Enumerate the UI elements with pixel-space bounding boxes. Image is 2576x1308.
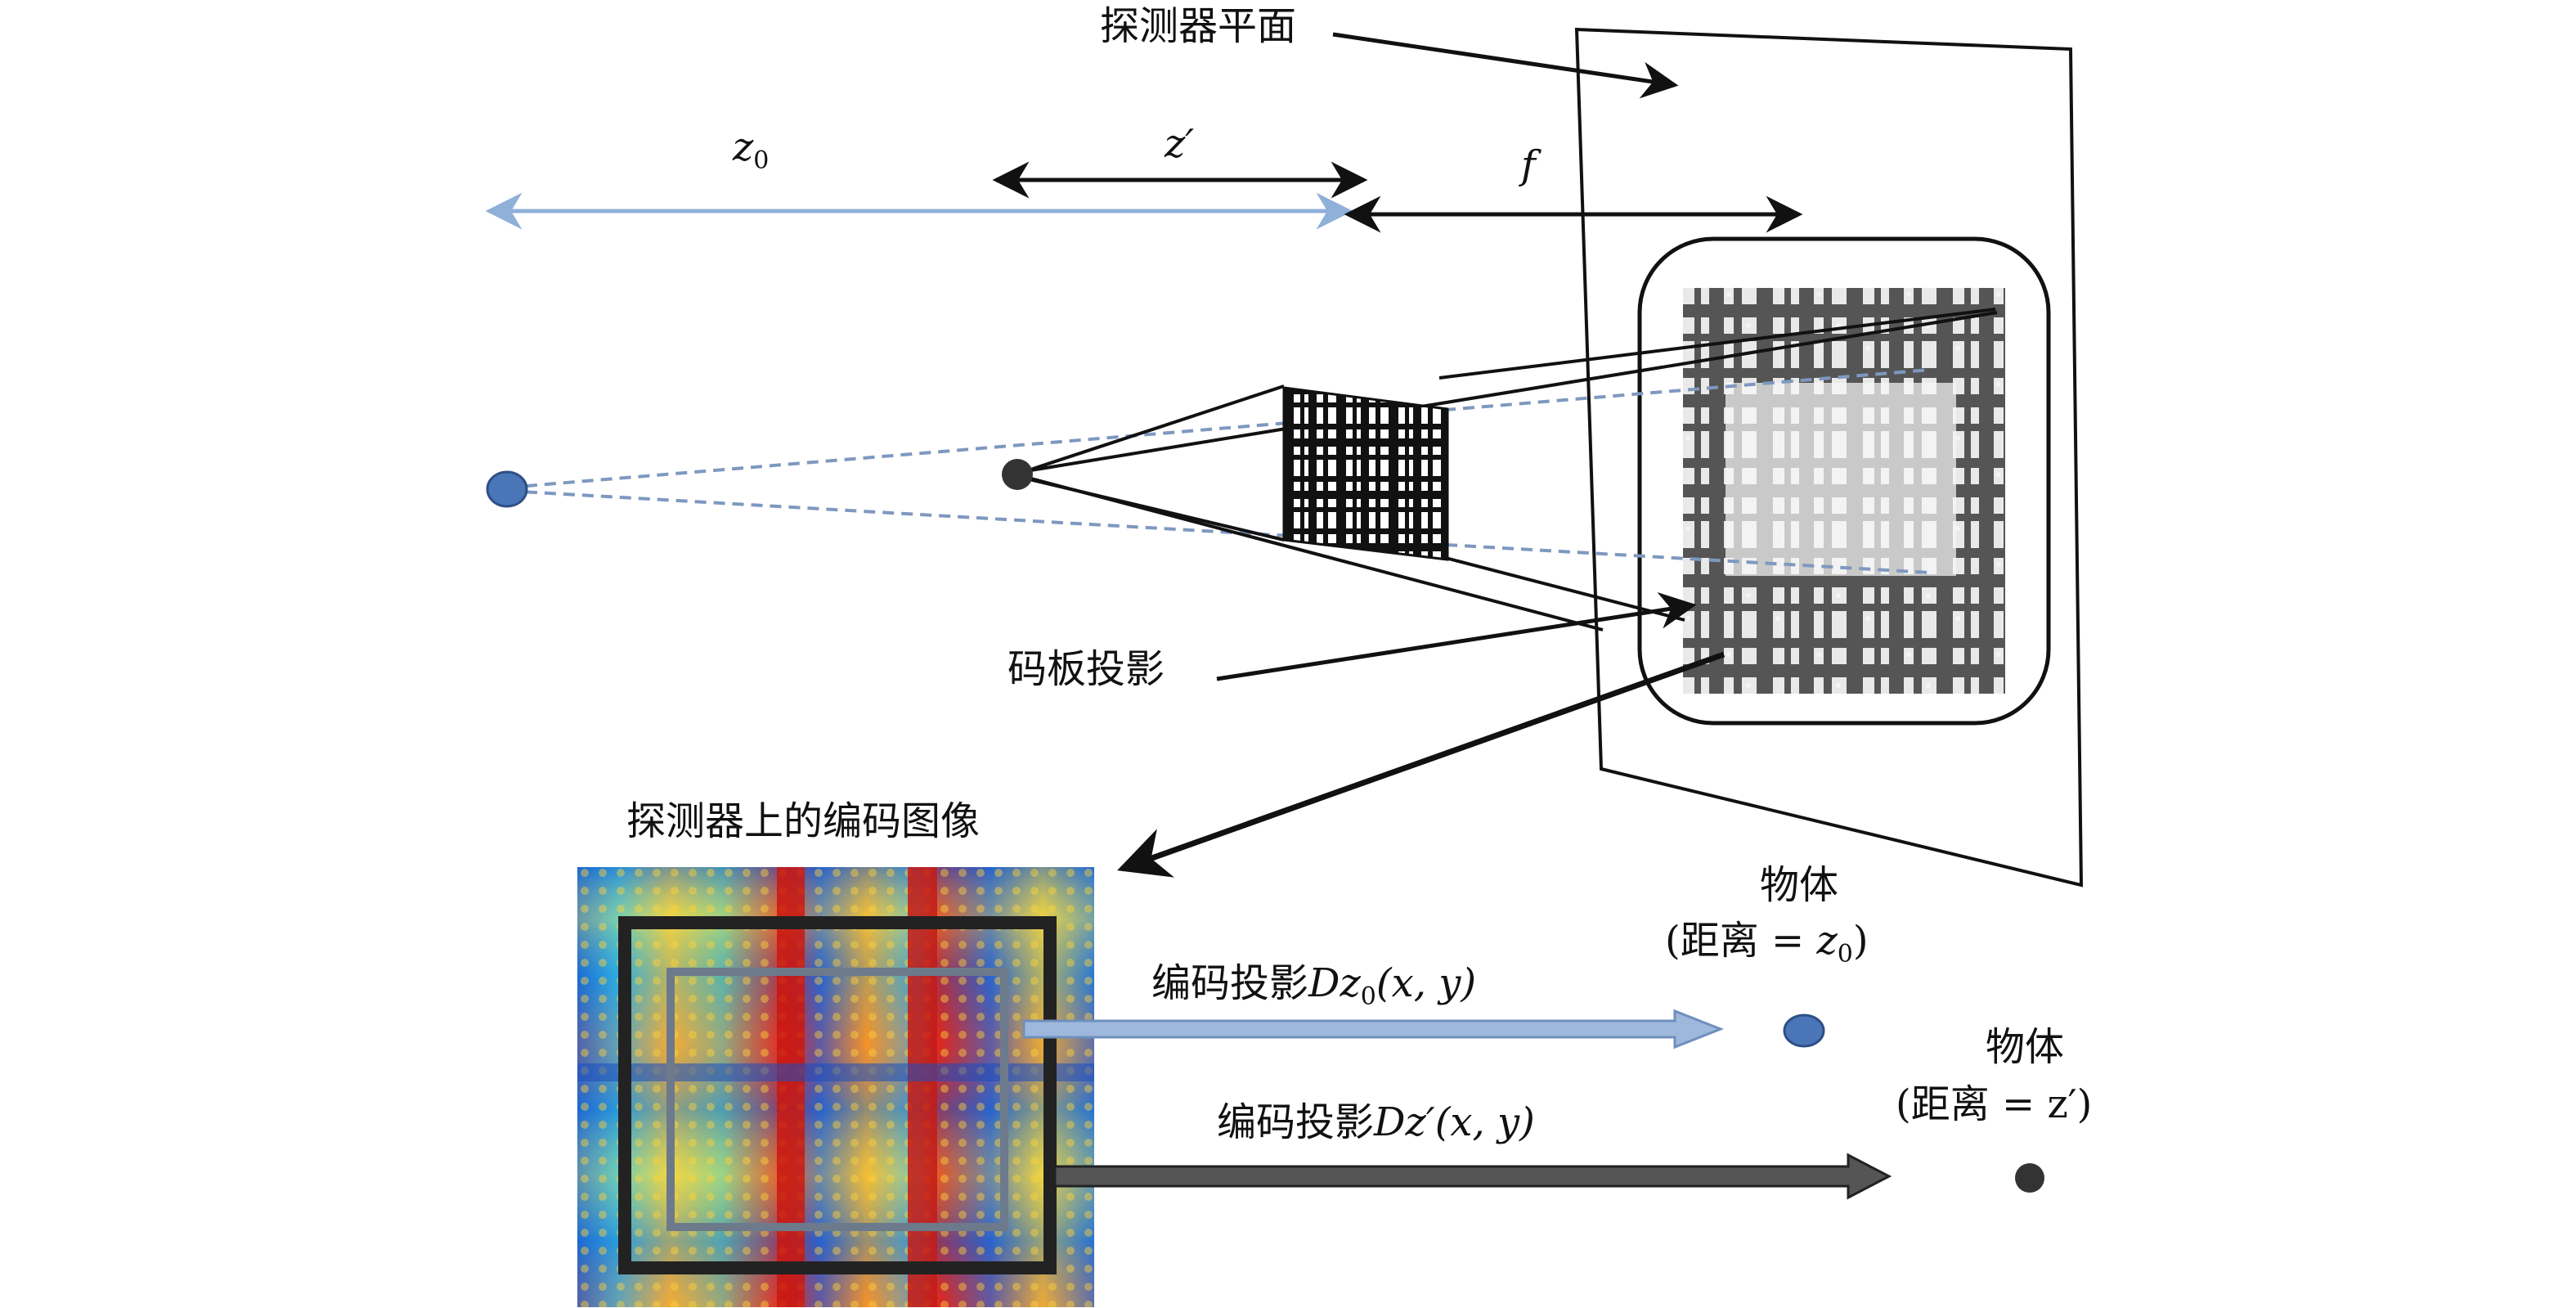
object-zprime-dot <box>2015 1163 2044 1193</box>
object-z0-distance: (距离 = z0) <box>1665 921 1869 967</box>
projection-zprime-label: 编码投影Dz′(x, y) <box>1217 1103 1535 1142</box>
mask-projection-label: 码板投影 <box>1008 646 1165 692</box>
z0-sub: 0 <box>753 146 770 175</box>
f-distance-label: f <box>1521 142 1536 188</box>
object-z0-dist-suffix: ) <box>1852 918 1869 964</box>
detector-plane <box>1574 27 2084 888</box>
ray-near-1 <box>1015 311 1998 474</box>
z0-distance-label: z0 <box>733 128 769 173</box>
ray-near-4 <box>1015 474 1285 542</box>
projection-z0-arrow <box>1022 1009 1725 1050</box>
ray-far-bottom <box>506 489 1931 574</box>
object-z0-dist-prefix: (距离 = <box>1665 918 1817 964</box>
ray-near-5 <box>1438 308 1996 380</box>
object-zprime-title: 物体 <box>1985 1024 2064 1070</box>
object-z0-dot <box>1783 1014 1825 1048</box>
mask-projection-pointer <box>1216 591 1697 681</box>
inner-window-frame <box>666 968 1008 1231</box>
coded-image-heatmap <box>577 867 1094 1307</box>
projection-z0-var: Dz <box>1308 960 1361 1006</box>
outer-window-frame <box>618 916 1057 1274</box>
object-z0-title: 物体 <box>1759 862 1838 908</box>
projection-zprime-args: (x, y) <box>1434 1099 1535 1145</box>
projection-z0-sub: 0 <box>1360 982 1376 1011</box>
detector-plane-label: 探测器平面 <box>1100 3 1297 49</box>
far-object-dot <box>486 470 528 508</box>
near-object-dot <box>1002 459 1033 490</box>
ray-near-2 <box>1015 384 1285 476</box>
projection-z0-args: (x, y) <box>1376 960 1477 1006</box>
object-z0-dist-var: z <box>1816 918 1838 964</box>
mask-projection-inner <box>1726 383 1956 576</box>
coded-mask <box>1282 386 1449 561</box>
projection-zprime-prefix: 编码投影 <box>1217 1099 1375 1145</box>
object-z0-dist-sub: 0 <box>1837 940 1853 969</box>
ray-far-top <box>506 368 1931 489</box>
detector-plane-pointer <box>1332 32 1679 99</box>
object-zprime-distance: (距离 = z′) <box>1896 1081 2093 1127</box>
projection-zprime-var: Dz′ <box>1374 1099 1435 1145</box>
projection-z0-prefix: 编码投影 <box>1151 960 1309 1006</box>
z0-var: z <box>733 124 754 170</box>
coded-image-title: 探测器上的编码图像 <box>626 798 981 844</box>
detector-to-image-arrow <box>1117 651 1726 878</box>
ray-near-6 <box>1438 555 1685 622</box>
projection-z0-label: 编码投影Dz0(x, y) <box>1151 964 1476 1009</box>
zprime-distance-label: z′ <box>1165 121 1195 167</box>
projection-zprime-arrow <box>1053 1153 1892 1200</box>
